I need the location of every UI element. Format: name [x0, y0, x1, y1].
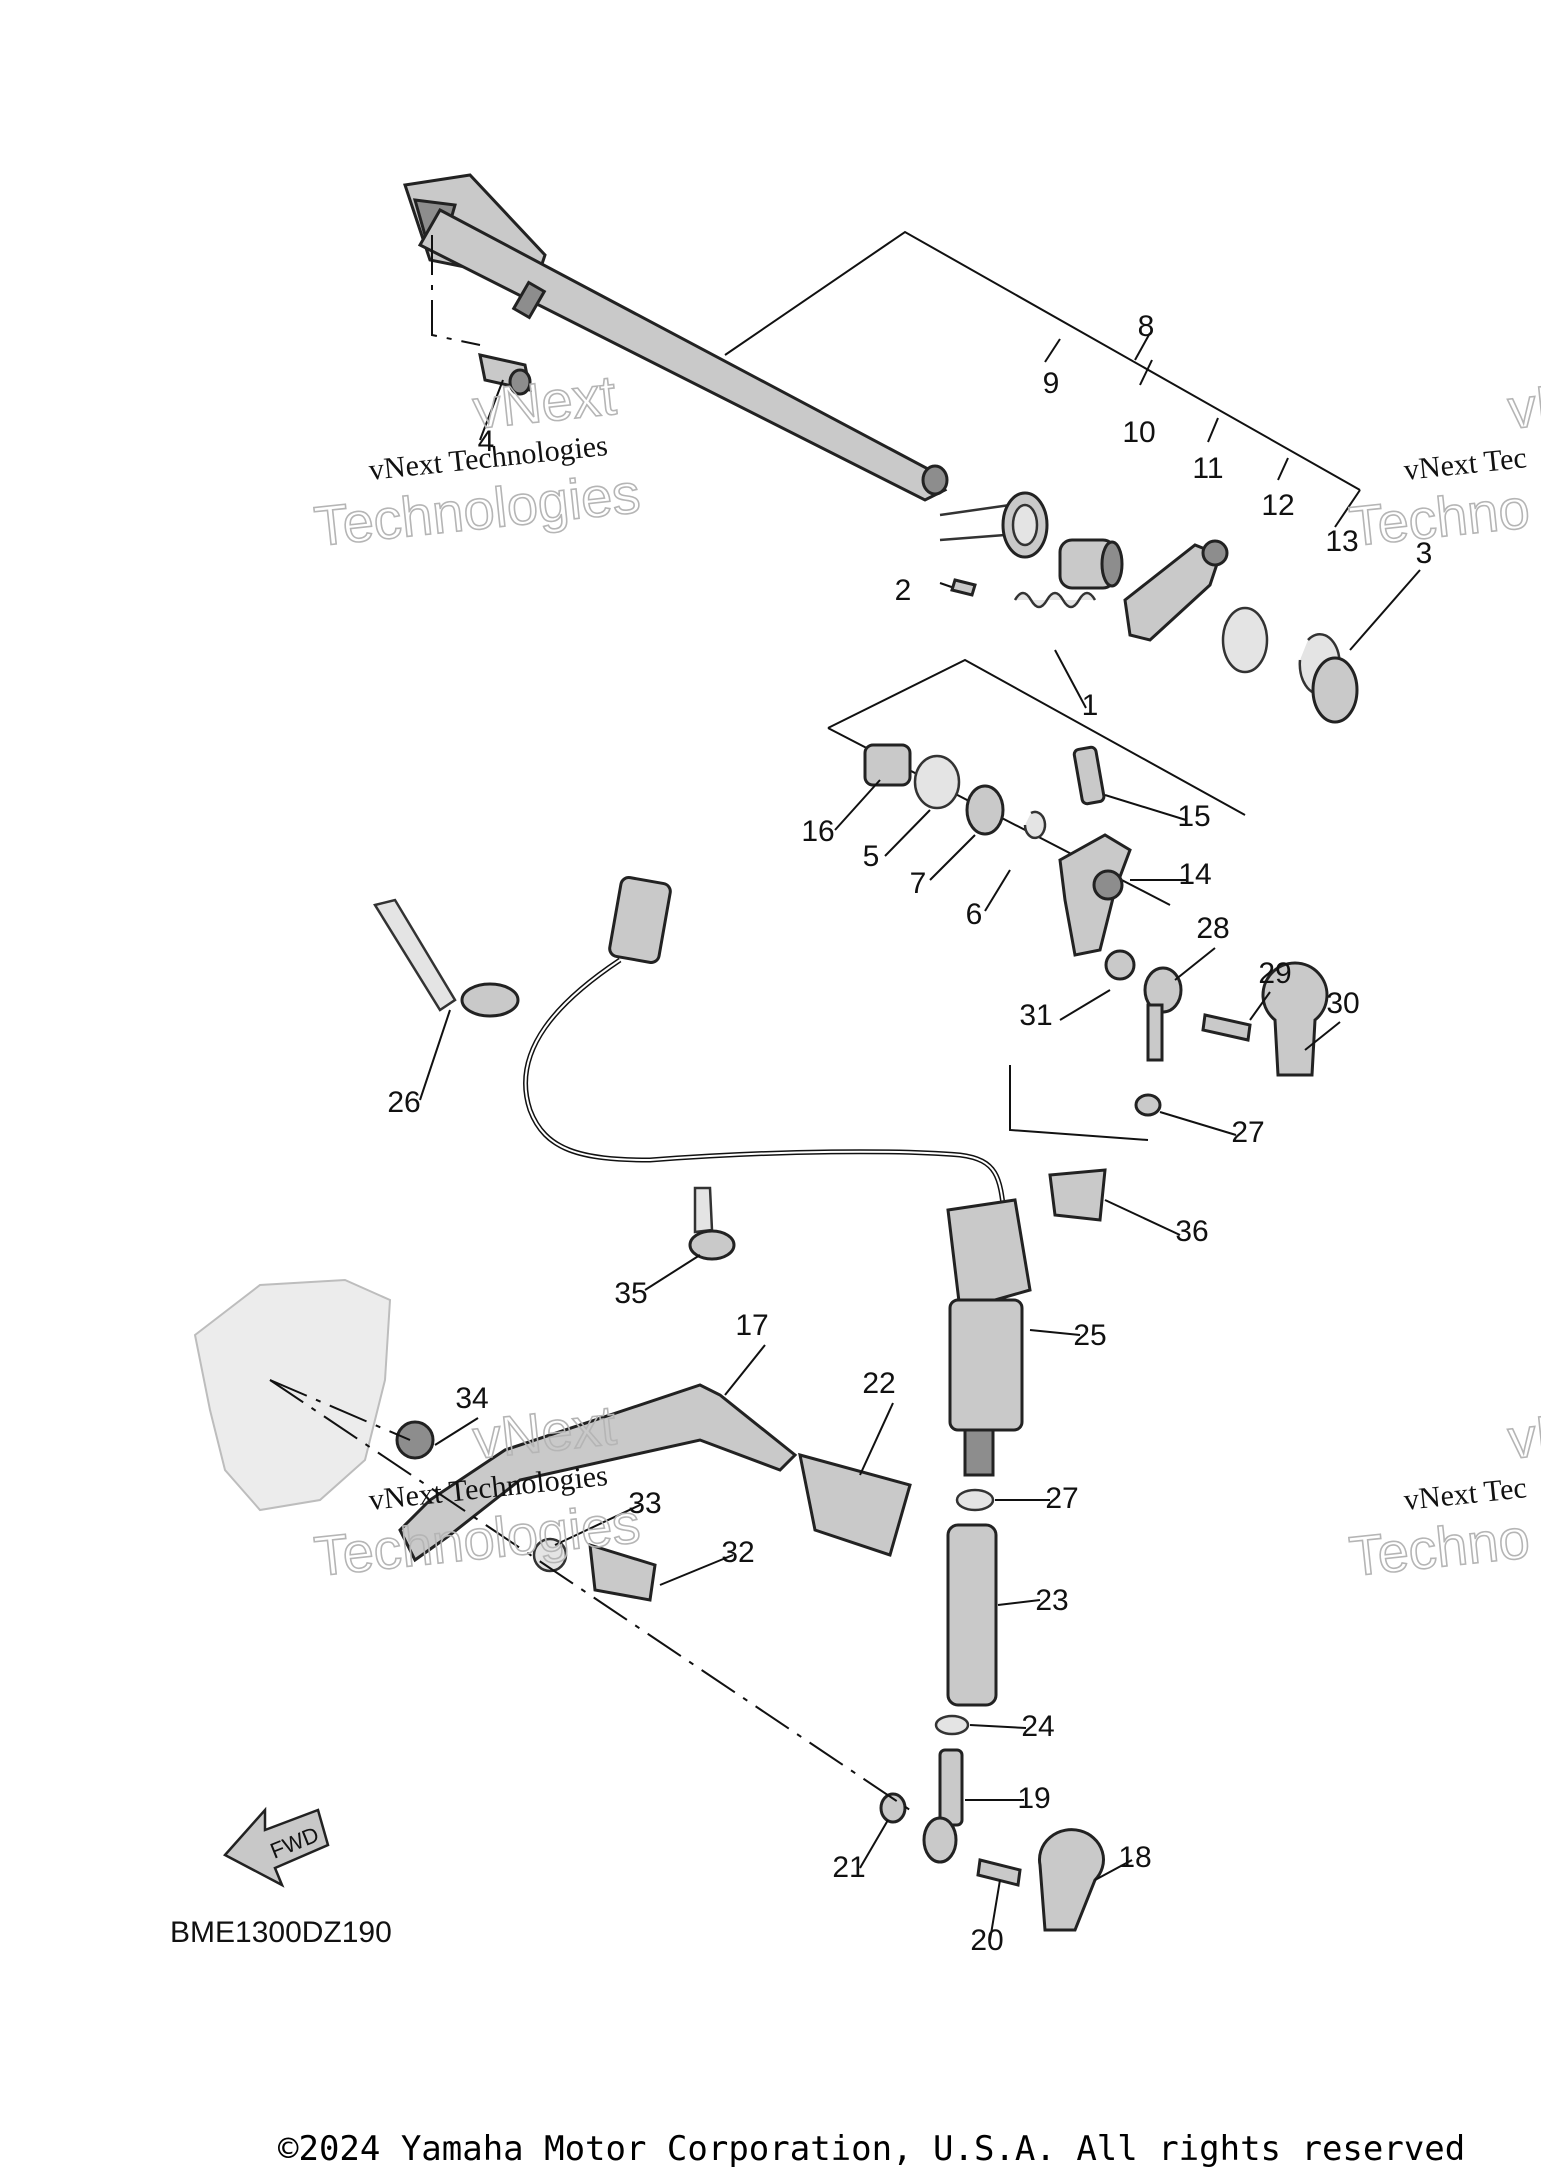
callout-28: 28	[1196, 912, 1229, 945]
callout-1: 1	[1082, 689, 1099, 722]
callout-7: 7	[910, 867, 927, 900]
callout-32: 32	[721, 1536, 754, 1569]
washer	[965, 784, 1005, 836]
callout-10: 10	[1122, 416, 1155, 449]
callout-27: 27	[1045, 1482, 1078, 1515]
callout-25: 25	[1073, 1319, 1106, 1352]
nut	[955, 1488, 995, 1512]
rod-end	[1143, 966, 1183, 1062]
shift-lever-plate	[1123, 539, 1229, 642]
watermark-outline-top: vNe	[1505, 368, 1541, 441]
callout-27: 27	[1231, 1116, 1264, 1149]
bolt	[976, 1858, 1022, 1887]
callout-26: 26	[387, 1086, 420, 1119]
return-spring	[1013, 591, 1097, 609]
pin	[950, 578, 977, 597]
shift-spring	[939, 491, 1049, 559]
callout-18: 18	[1118, 1841, 1151, 1874]
bearing	[863, 743, 912, 787]
callout-13: 13	[1325, 525, 1358, 558]
bolt	[1201, 1013, 1252, 1042]
callout-numbers: 1234567891011121314151617181920212223242…	[387, 310, 1432, 1957]
shift-pedal	[395, 1383, 912, 1563]
callout-2: 2	[895, 574, 912, 607]
oil-seal	[913, 754, 961, 810]
callout-12: 12	[1261, 489, 1294, 522]
callout-21: 21	[832, 1851, 865, 1884]
circlip-small	[1023, 810, 1047, 840]
callout-19: 19	[1017, 1782, 1050, 1815]
rod-end-lower	[922, 1748, 964, 1864]
callout-14: 14	[1178, 858, 1211, 891]
nut	[1134, 1093, 1162, 1117]
pivot-bolt	[588, 1542, 657, 1602]
callout-34: 34	[455, 1382, 488, 1415]
callout-22: 22	[862, 1367, 895, 1400]
washer	[1221, 606, 1269, 674]
washer	[879, 1792, 907, 1824]
callout-4: 4	[478, 425, 495, 458]
callout-24: 24	[1021, 1710, 1054, 1743]
callout-30: 30	[1326, 987, 1359, 1020]
callout-9: 9	[1043, 367, 1060, 400]
band-clamp	[1048, 1168, 1107, 1222]
callout-31: 31	[1019, 999, 1052, 1032]
callout-3: 3	[1416, 537, 1433, 570]
callout-8: 8	[1138, 310, 1155, 343]
grommet	[688, 1229, 736, 1261]
callout-20: 20	[970, 1924, 1003, 1957]
circlip-ring	[1311, 656, 1359, 724]
watermark-outline: Techno	[1346, 1506, 1532, 1588]
rubber-cap	[1038, 1828, 1105, 1932]
callout-36: 36	[1175, 1215, 1208, 1248]
callout-6: 6	[966, 898, 983, 931]
callout-11: 11	[1192, 452, 1223, 485]
reference-code: BME1300DZ190	[170, 1916, 392, 1949]
watermark-outline: Techno	[1346, 476, 1532, 558]
forward-arrow: FWD	[223, 1806, 330, 1888]
callout-23: 23	[1035, 1584, 1068, 1617]
shift-sensor	[946, 1198, 1032, 1477]
shift-collar	[1058, 538, 1124, 590]
callout-33: 33	[628, 1487, 661, 1520]
callout-35: 35	[614, 1277, 647, 1310]
callout-16: 16	[801, 815, 834, 848]
callout-17: 17	[735, 1309, 768, 1342]
callout-5: 5	[863, 840, 880, 873]
shift-rod	[946, 1523, 998, 1707]
callout-15: 15	[1177, 800, 1210, 833]
watermark-outline-top: vNe	[1505, 1398, 1541, 1471]
rubber-cap	[1261, 961, 1329, 1077]
shift-arm	[1058, 745, 1132, 957]
copyright-notice: ©2024 Yamaha Motor Corporation, U.S.A. A…	[278, 2129, 1465, 2169]
clamp	[693, 1186, 714, 1234]
nut	[1104, 949, 1136, 981]
shift-sensor-harness	[373, 876, 1008, 1221]
nut	[934, 1714, 970, 1736]
callout-29: 29	[1258, 957, 1291, 990]
shift-shaft-assembly	[403, 173, 949, 502]
